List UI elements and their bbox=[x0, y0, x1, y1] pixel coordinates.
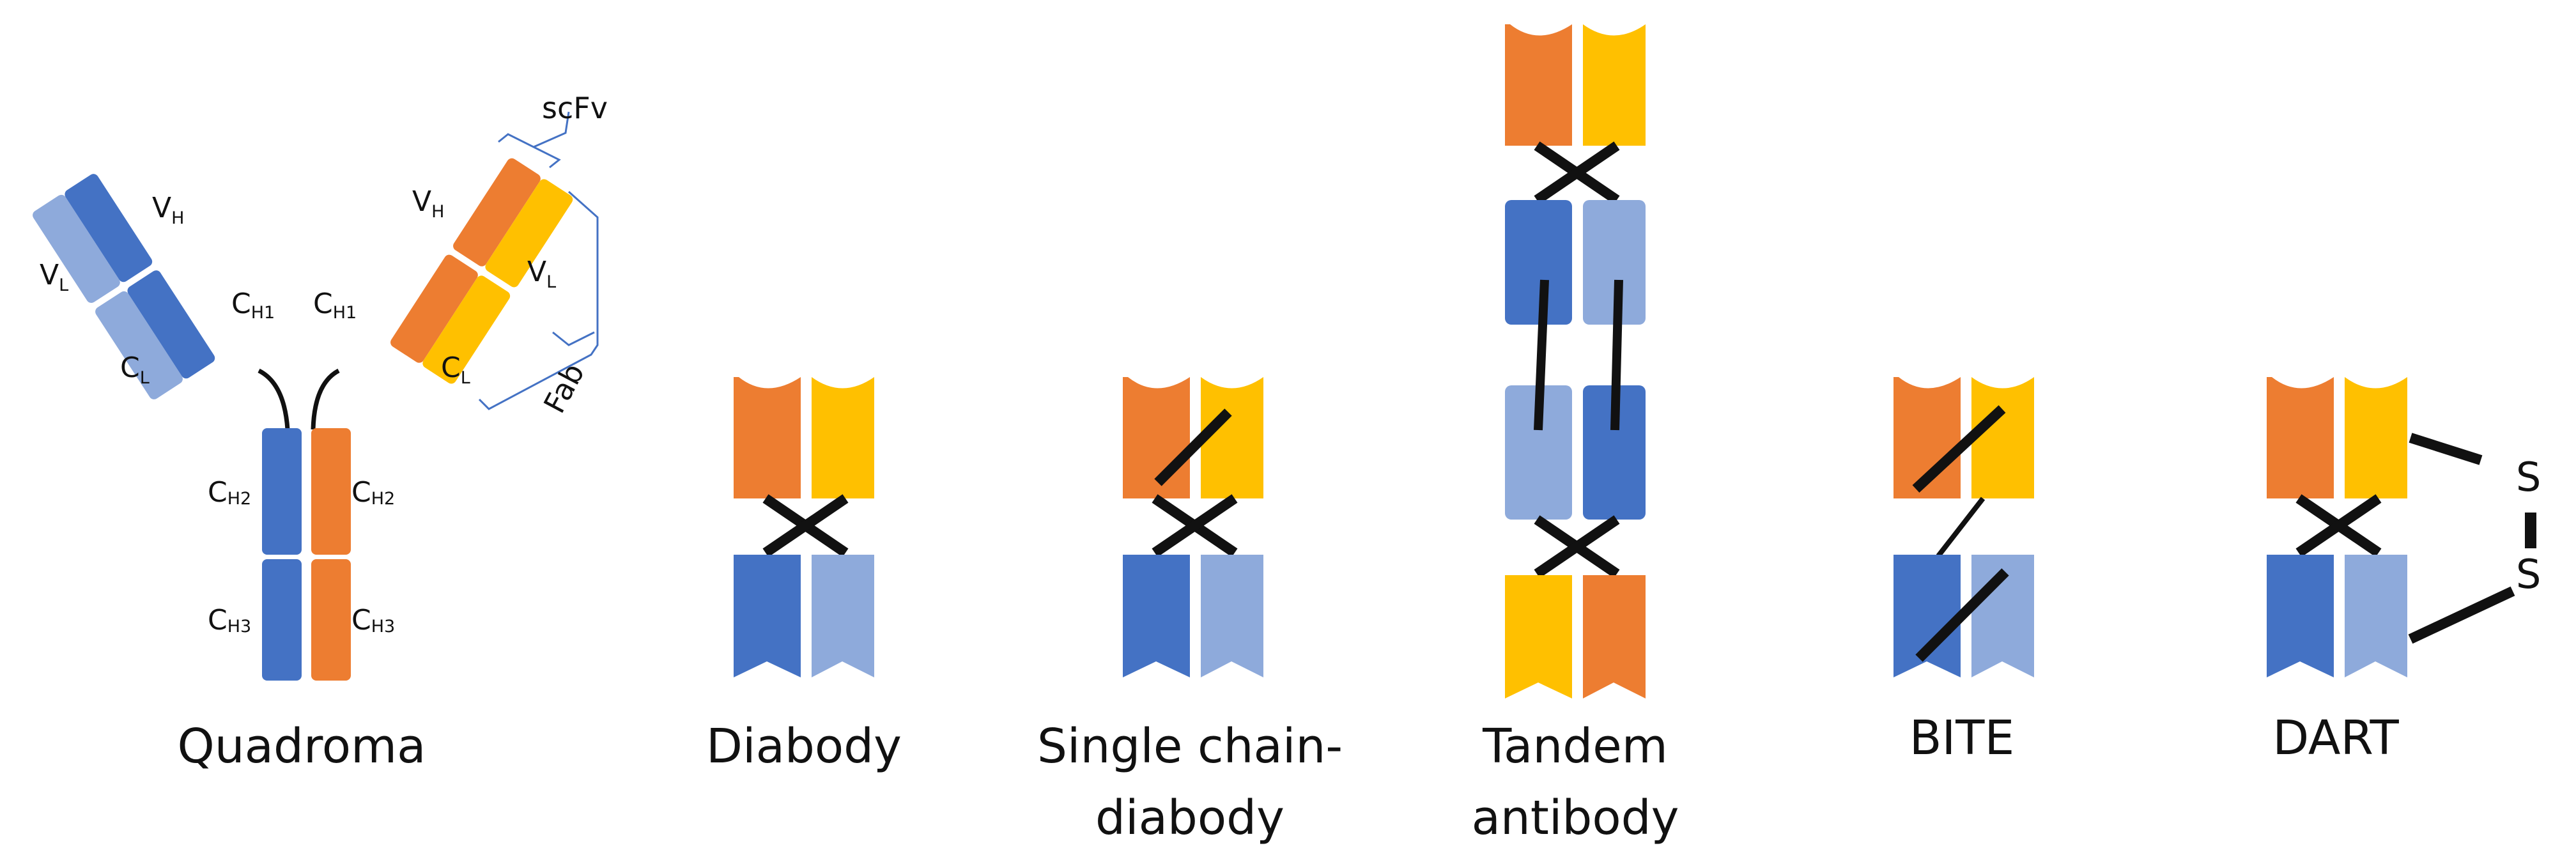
scdb-cross-2 bbox=[1152, 494, 1238, 557]
diabody-bottom-blue bbox=[734, 555, 801, 677]
right-vh-domain bbox=[453, 158, 541, 266]
dart-sulfur-top: S bbox=[2516, 454, 2541, 500]
quadroma-left-fab bbox=[33, 174, 215, 399]
caption-quadroma: Quadroma bbox=[178, 719, 426, 774]
tandem-lightblue-1 bbox=[1583, 200, 1646, 325]
diabody-top-yellow bbox=[812, 377, 874, 498]
dart-cross-2 bbox=[2295, 494, 2382, 557]
tandem-cross-bottom-2 bbox=[1534, 515, 1620, 578]
scdb-bottom-blue bbox=[1123, 555, 1190, 677]
label-ch2-right: CH2 bbox=[351, 476, 395, 509]
label-vl-left: VL bbox=[40, 259, 68, 295]
bite bbox=[1893, 377, 2034, 677]
ch3-blue-domain bbox=[262, 559, 302, 681]
tandem-antibody bbox=[1505, 24, 1646, 698]
right-hinge bbox=[311, 368, 340, 430]
bite-linker-top bbox=[1912, 405, 2006, 493]
label-ch2-left: CH2 bbox=[208, 476, 251, 509]
diabody bbox=[734, 377, 874, 677]
label-ch1-right: CH1 bbox=[313, 288, 357, 323]
scdb-bottom-lightblue bbox=[1201, 555, 1263, 677]
tandem-blue-1 bbox=[1505, 200, 1572, 325]
label-vl-right: VL bbox=[527, 256, 556, 292]
scfv-bracket bbox=[498, 111, 570, 169]
caption-bite: BITE bbox=[1909, 711, 2015, 766]
tandem-bottom-yellow bbox=[1505, 575, 1572, 698]
caption-sc-diabody-line2: diabody bbox=[1095, 791, 1284, 845]
left-vl-domain bbox=[33, 194, 120, 303]
bite-linker-middle bbox=[1936, 497, 1986, 558]
tandem-linker-left bbox=[1534, 279, 1549, 431]
diabody-cross-2 bbox=[762, 494, 849, 557]
label-cl-right: CL bbox=[441, 351, 470, 388]
scfv-label: scFv bbox=[542, 91, 608, 125]
fab-bracket bbox=[478, 190, 599, 410]
dart: S S bbox=[2267, 377, 2541, 677]
left-cl-domain bbox=[95, 291, 183, 399]
quadroma-right-fab bbox=[390, 158, 573, 384]
dart-linker-bottom bbox=[2408, 586, 2515, 644]
tandem-linker-right bbox=[1610, 279, 1623, 431]
dart-top-yellow bbox=[2345, 377, 2407, 498]
bite-top-yellow bbox=[1971, 377, 2034, 498]
bite-linker-bottom bbox=[1915, 568, 2009, 662]
dart-sulfur-bottom: S bbox=[2516, 551, 2541, 598]
tandem-cross-top-2 bbox=[1534, 141, 1620, 204]
quadroma-antibody: VH VL CH1 CL VH VL CH1 CL CH2 CH2 CH3 CH… bbox=[33, 91, 608, 681]
right-cl-domain bbox=[422, 275, 511, 384]
label-ch1-left: CH1 bbox=[231, 288, 275, 323]
dart-bottom-blue bbox=[2267, 555, 2334, 677]
caption-dart: DART bbox=[2272, 711, 2399, 766]
scdb-top-yellow bbox=[1201, 377, 1263, 498]
label-ch3-right: CH3 bbox=[351, 604, 395, 636]
dart-linker-top bbox=[2409, 433, 2483, 465]
fab-label: Fab bbox=[537, 358, 591, 419]
label-vh-left: VH bbox=[152, 192, 184, 228]
label-cl-left: CL bbox=[120, 351, 150, 388]
tandem-bottom-orange bbox=[1583, 575, 1646, 698]
scdb-linker bbox=[1154, 408, 1232, 486]
right-vl-domain bbox=[485, 179, 573, 288]
right-ch1-domain bbox=[390, 254, 478, 363]
dart-disulfide-bond bbox=[2525, 513, 2536, 548]
ch3-orange-domain bbox=[311, 559, 351, 681]
caption-sc-diabody-line1: Single chain- bbox=[1037, 719, 1343, 774]
label-vh-right: VH bbox=[412, 185, 444, 222]
diabody-top-orange bbox=[734, 377, 801, 498]
single-chain-diabody bbox=[1123, 377, 1263, 677]
tandem-blue-2 bbox=[1583, 385, 1646, 520]
caption-diabody: Diabody bbox=[706, 719, 902, 774]
dart-bottom-lightblue bbox=[2345, 555, 2407, 677]
caption-tandem-line2: antibody bbox=[1472, 791, 1679, 845]
tandem-top-orange bbox=[1505, 24, 1572, 146]
caption-tandem-line1: Tandem bbox=[1482, 719, 1668, 774]
left-hinge bbox=[258, 368, 290, 430]
diabody-bottom-lightblue bbox=[812, 555, 874, 677]
ch2-blue-domain bbox=[262, 428, 302, 555]
left-vh-domain bbox=[65, 174, 153, 282]
ch2-orange-domain bbox=[311, 428, 351, 555]
dart-top-orange bbox=[2267, 377, 2334, 498]
tandem-lightblue-2 bbox=[1505, 385, 1572, 520]
left-ch1-domain bbox=[127, 270, 215, 379]
label-ch3-left: CH3 bbox=[208, 604, 251, 636]
tandem-top-yellow bbox=[1583, 24, 1646, 146]
bite-bottom-blue bbox=[1893, 555, 1961, 677]
